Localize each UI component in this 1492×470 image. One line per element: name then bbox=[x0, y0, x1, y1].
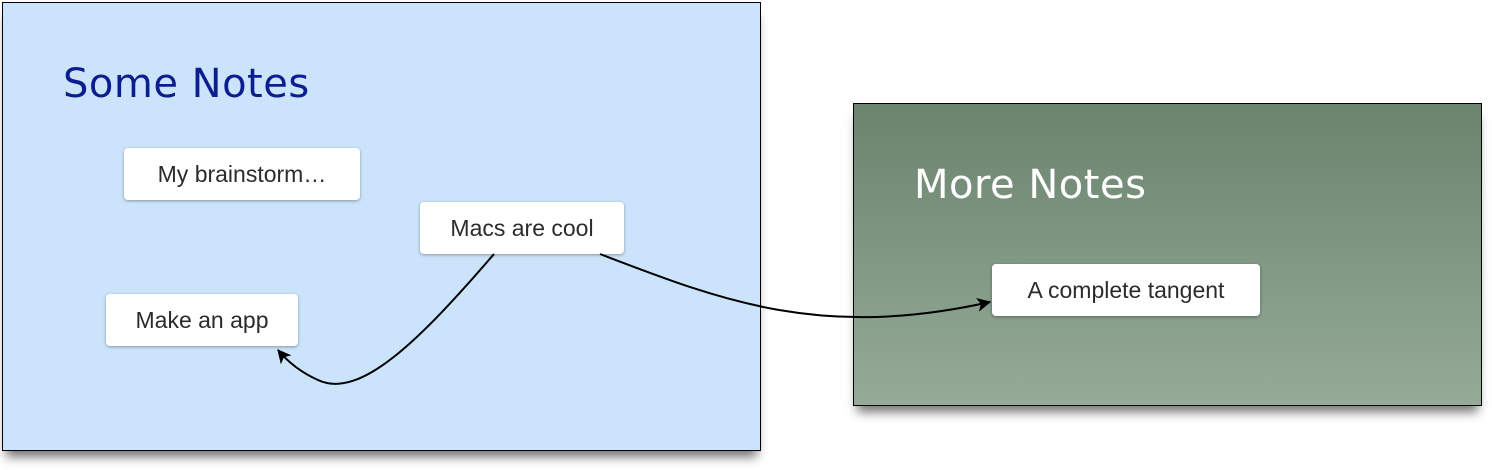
note-card-macs[interactable]: Macs are cool bbox=[420, 202, 624, 254]
note-card-app[interactable]: Make an app bbox=[106, 294, 298, 346]
group-more-notes[interactable]: More Notes bbox=[853, 103, 1482, 406]
group-title: More Notes bbox=[914, 162, 1147, 208]
group-title: Some Notes bbox=[63, 61, 310, 107]
note-card-tangent[interactable]: A complete tangent bbox=[992, 264, 1260, 316]
note-card-brainstorm[interactable]: My brainstorm… bbox=[124, 148, 360, 200]
group-some-notes[interactable]: Some Notes bbox=[2, 2, 761, 451]
